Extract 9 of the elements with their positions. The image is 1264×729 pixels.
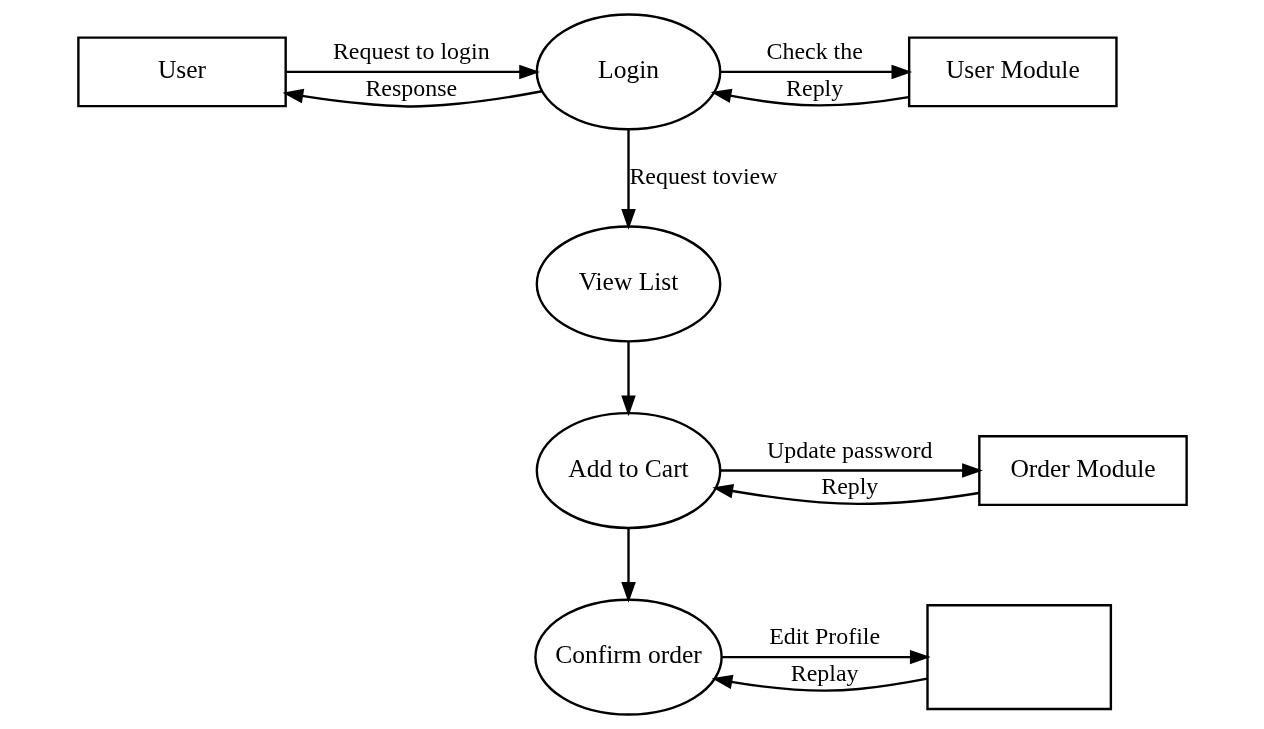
edge-label: Check the <box>766 38 863 65</box>
edge-label: Replay <box>790 660 858 687</box>
edge-label: Response <box>364 74 457 101</box>
edge-label: Reply <box>820 473 878 500</box>
edge-label: Request to login <box>332 38 490 65</box>
edge-label: Update password <box>766 436 932 463</box>
edge-label: Request toview <box>628 162 777 189</box>
edge-label: Edit Profile <box>768 623 880 650</box>
edge-label: Reply <box>785 74 843 101</box>
